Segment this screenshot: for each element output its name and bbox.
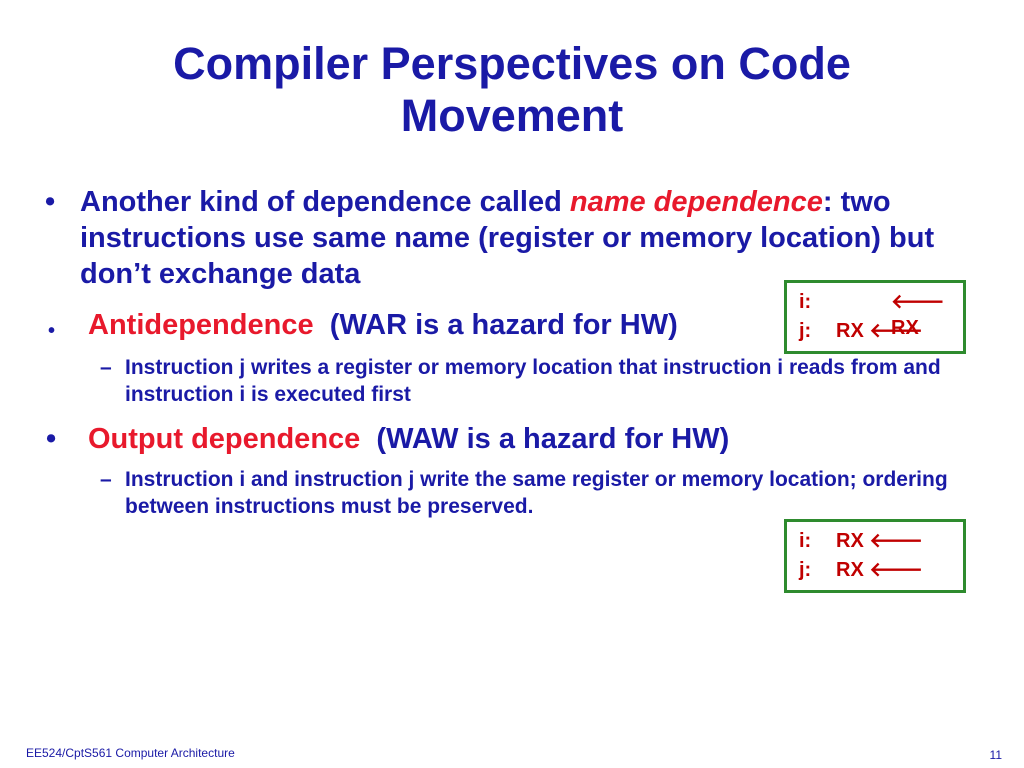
- bullet-marker: •: [46, 423, 57, 455]
- bullet-antidependence: • Antidependence (WAR is a hazard for HW…: [46, 307, 946, 343]
- sub-bullet-text: Instruction i and instruction j write th…: [125, 468, 948, 518]
- war-example-box: i: 🡐 RX j: RX 🡐: [784, 280, 966, 354]
- sub-bullet-output-dependence: – Instruction i and instruction j write …: [100, 466, 960, 520]
- instruction-operation: 🡐 RX: [891, 291, 945, 339]
- bullet-text-post: (WAW is a hazard for HW): [360, 423, 730, 455]
- waw-row-j: j: RX 🡐: [795, 555, 955, 584]
- bullet-output-dependence: • Output dependence (WAW is a hazard for…: [46, 421, 946, 457]
- instruction-operation: RX 🡐: [836, 559, 923, 581]
- term-output-dependence: Output dependence: [88, 423, 361, 455]
- slide-title-line2: Movement: [400, 90, 624, 141]
- bullet-name-dependence: • Another kind of dependence called name…: [45, 184, 952, 292]
- instruction-label: j:: [799, 320, 812, 342]
- instruction-operation: RX 🡐: [836, 320, 923, 342]
- war-row-i: i: 🡐 RX: [795, 287, 955, 339]
- bullet-text: Output dependence (WAW is a hazard for H…: [46, 421, 946, 457]
- footer-course: EE524/CptS561 Computer Architecture: [26, 746, 235, 760]
- waw-example-box: i: RX 🡐 j: RX 🡐: [784, 519, 966, 593]
- sub-bullet-marker: –: [100, 468, 112, 491]
- sub-bullet-marker: –: [100, 356, 112, 379]
- sub-bullet-text: Instruction j writes a register or memor…: [125, 356, 941, 406]
- waw-row-i: i: RX 🡐: [795, 526, 955, 555]
- slide-title: Compiler Perspectives on Code Movement: [0, 38, 1024, 142]
- bullet-text-post: (WAR is a hazard for HW): [313, 309, 678, 341]
- war-row-j: j: RX 🡐: [795, 316, 955, 345]
- slide-title-line1: Compiler Perspectives on Code: [173, 38, 851, 89]
- instruction-label: i:: [799, 291, 812, 313]
- instruction-operation: RX 🡐: [836, 530, 923, 552]
- bullet-text-post: : two instructions use same name (regist…: [80, 186, 935, 290]
- bullet-marker: •: [45, 186, 56, 218]
- bullet-text: Another kind of dependence called name d…: [52, 184, 952, 292]
- instruction-label: j:: [799, 559, 812, 581]
- instruction-label: i:: [799, 530, 812, 552]
- footer-page-number: 11: [989, 748, 1002, 762]
- term-antidependence: Antidependence: [88, 309, 314, 341]
- term-name-dependence: name dependence: [569, 186, 823, 218]
- bullet-text: Antidependence (WAR is a hazard for HW): [46, 307, 946, 343]
- bullet-text-pre: Another kind of dependence called: [80, 186, 570, 218]
- sub-bullet-antidependence: – Instruction j writes a register or mem…: [100, 354, 960, 408]
- bullet-marker: •: [48, 320, 56, 342]
